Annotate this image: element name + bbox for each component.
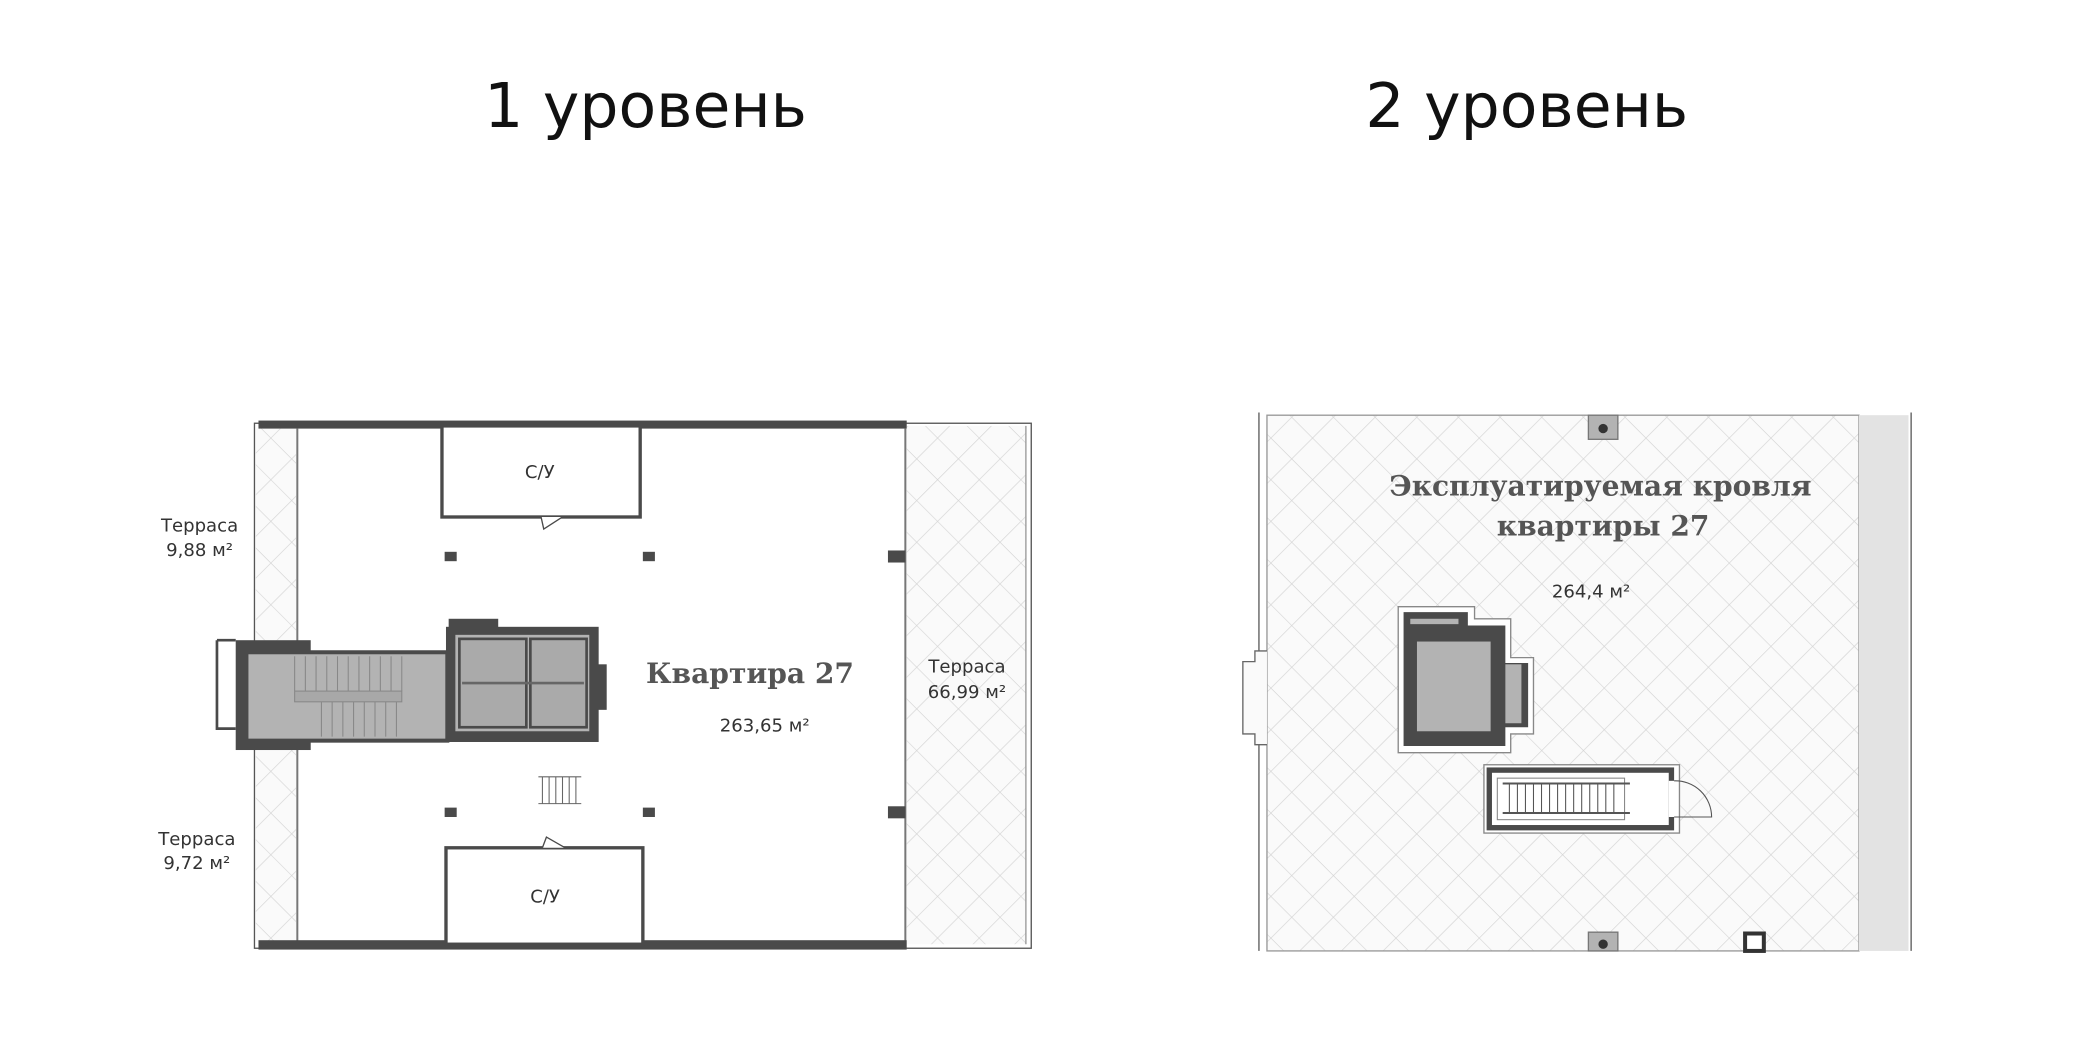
terrace-right-area: 66,99 м²: [928, 682, 1006, 703]
terrace-right-label: Терраса: [927, 656, 1005, 677]
roof-label-line2: квартиры 27: [1497, 510, 1710, 543]
terrace-bottom-area: 9,72 м²: [163, 853, 230, 874]
bathroom-bottom: [444, 846, 645, 946]
level-2-plan: Эксплуатируемая кровля квартиры 27 264,4…: [1242, 412, 1912, 953]
apartment-label: Квартира 27: [646, 657, 854, 690]
apartment-area: 263,65 м²: [720, 715, 810, 736]
bathroom-bottom-label: С/У: [530, 887, 560, 908]
terrace-top-hatch: [255, 428, 296, 641]
terrace-bottom-hatch: [255, 750, 296, 942]
terrace-right-hatch: [906, 425, 1026, 945]
terrace-top-area: 9,88 м²: [166, 540, 233, 561]
bathroom-top: [440, 424, 642, 519]
small-stairs: [538, 776, 582, 805]
level-1-plan: Терраса 9,88 м² Терраса 9,72 м² Терраса …: [157, 420, 1032, 950]
bathroom-top-label: С/У: [525, 462, 555, 483]
roof-label-line1: Эксплуатируемая кровля: [1389, 470, 1811, 503]
level-1-title: 1 уровень: [484, 70, 807, 142]
level-2-title: 2 уровень: [1365, 70, 1688, 142]
roof-area: 264,4 м²: [1552, 581, 1630, 602]
door-swing: [1674, 780, 1713, 818]
roof-side-strip: [1858, 415, 1909, 951]
terrace-top-label: Терраса: [160, 516, 238, 537]
terrace-bottom-label: Терраса: [157, 829, 235, 850]
